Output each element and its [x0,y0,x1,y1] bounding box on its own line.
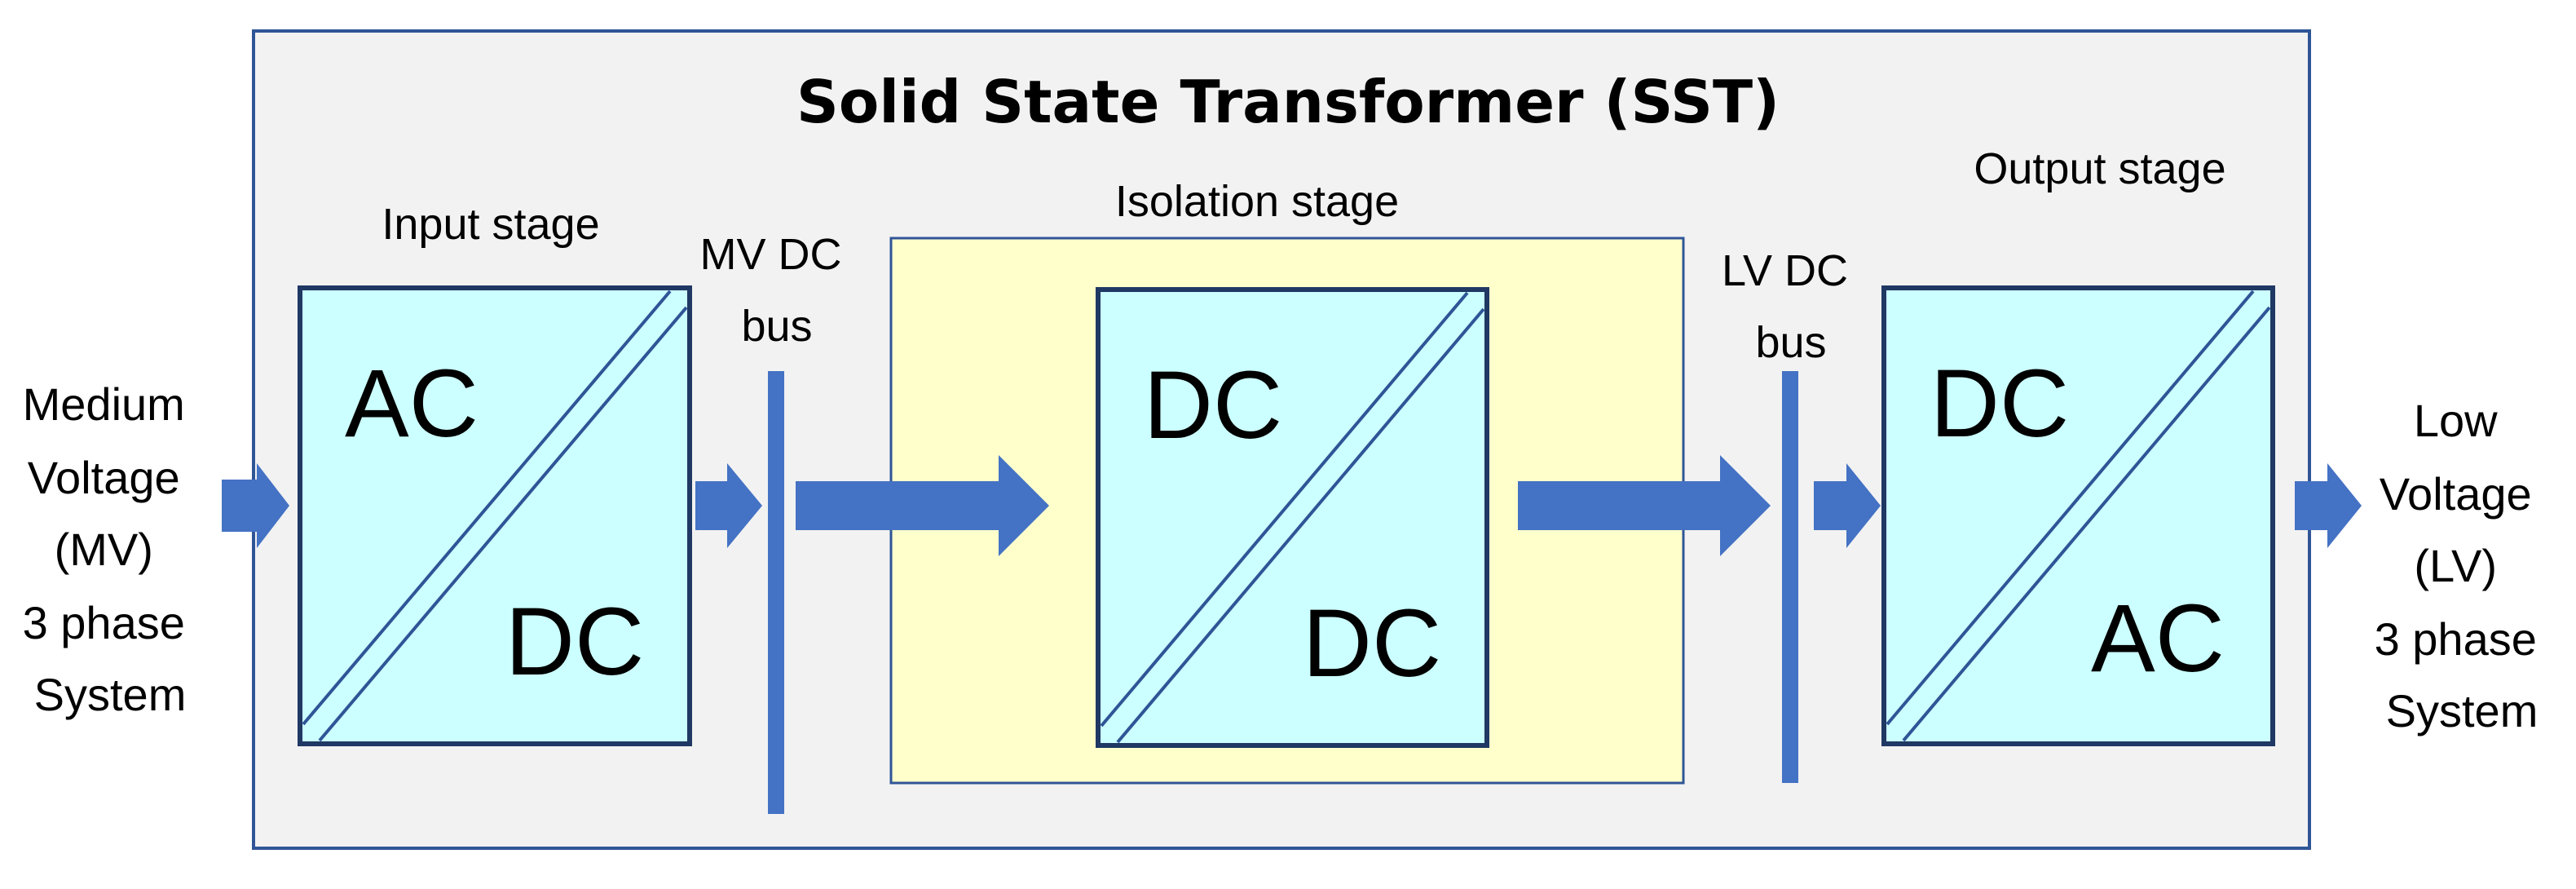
output-converter-diagonal-2 [1902,306,2271,742]
lv-dc-bus-label: LV DC bus [1722,246,1860,367]
isolation-converter-diagonal-2 [1116,307,1485,744]
isolation-converter-top-label: DC [1144,352,1282,459]
output-system-line-4: 3 phase [2375,613,2537,665]
output-converter-top-label: DC [1930,350,2069,458]
input-arrow [222,463,289,548]
input-system-line-2: Voltage [28,452,180,503]
input-converter-bottom-label: DC [505,588,644,696]
lv-dc-bus-label-line-1: LV DC [1722,246,1848,295]
diagram-title: Solid State Transformer (SST) [796,68,1780,136]
isolation-converter: DC DC [1096,287,1489,748]
isolation-converter-bottom-label: DC [1303,590,1441,697]
output-stage-label: Output stage [1974,144,2225,193]
mv-dc-bus-bar [768,371,784,814]
input-system-line-3: (MV) [55,524,153,575]
input-to-mv-bus-arrow [695,463,762,548]
output-system-line-5: System [2386,685,2539,736]
output-system-label: Low Voltage (LV) 3 phase System [2375,395,2550,736]
input-system-line-4: 3 phase [23,597,185,648]
lv-dc-bus-bar [1782,371,1798,783]
mv-dc-bus-label-line-2: bus [741,302,812,351]
mv-dc-bus-label: MV DC bus [699,230,854,351]
lv-bus-to-output-arrow [1814,463,1881,548]
input-system-line-5: System [34,669,187,720]
isolation-converter-diagonal-1 [1100,291,1469,728]
output-system-line-1: Low [2414,395,2498,446]
output-converter-box [1881,285,2275,746]
output-system-line-2: Voltage [2380,468,2532,520]
lv-dc-bus-label-line-2: bus [1755,318,1826,367]
input-stage-label: Input stage [382,200,599,249]
input-converter: AC DC [298,285,692,746]
input-system-line-1: Medium [23,378,185,430]
isolation-converter-box [1096,287,1489,748]
output-system-line-3: (LV) [2414,540,2497,591]
output-converter-diagonal-1 [1886,290,2255,726]
input-converter-box [298,285,692,746]
input-converter-top-label: AC [345,350,479,458]
mv-bus-to-isolation-arrow [796,455,1049,556]
output-converter: DC AC [1881,285,2275,746]
mv-dc-bus-label-line-1: MV DC [699,230,841,279]
input-converter-diagonal-1 [302,290,672,726]
input-converter-diagonal-2 [318,306,688,742]
isolation-to-lv-bus-arrow [1518,455,1771,556]
input-system-label: Medium Voltage (MV) 3 phase System [23,378,198,720]
isolation-stage-label: Isolation stage [1115,177,1399,226]
output-converter-bottom-label: AC [2091,585,2225,692]
output-arrow [2295,463,2362,548]
